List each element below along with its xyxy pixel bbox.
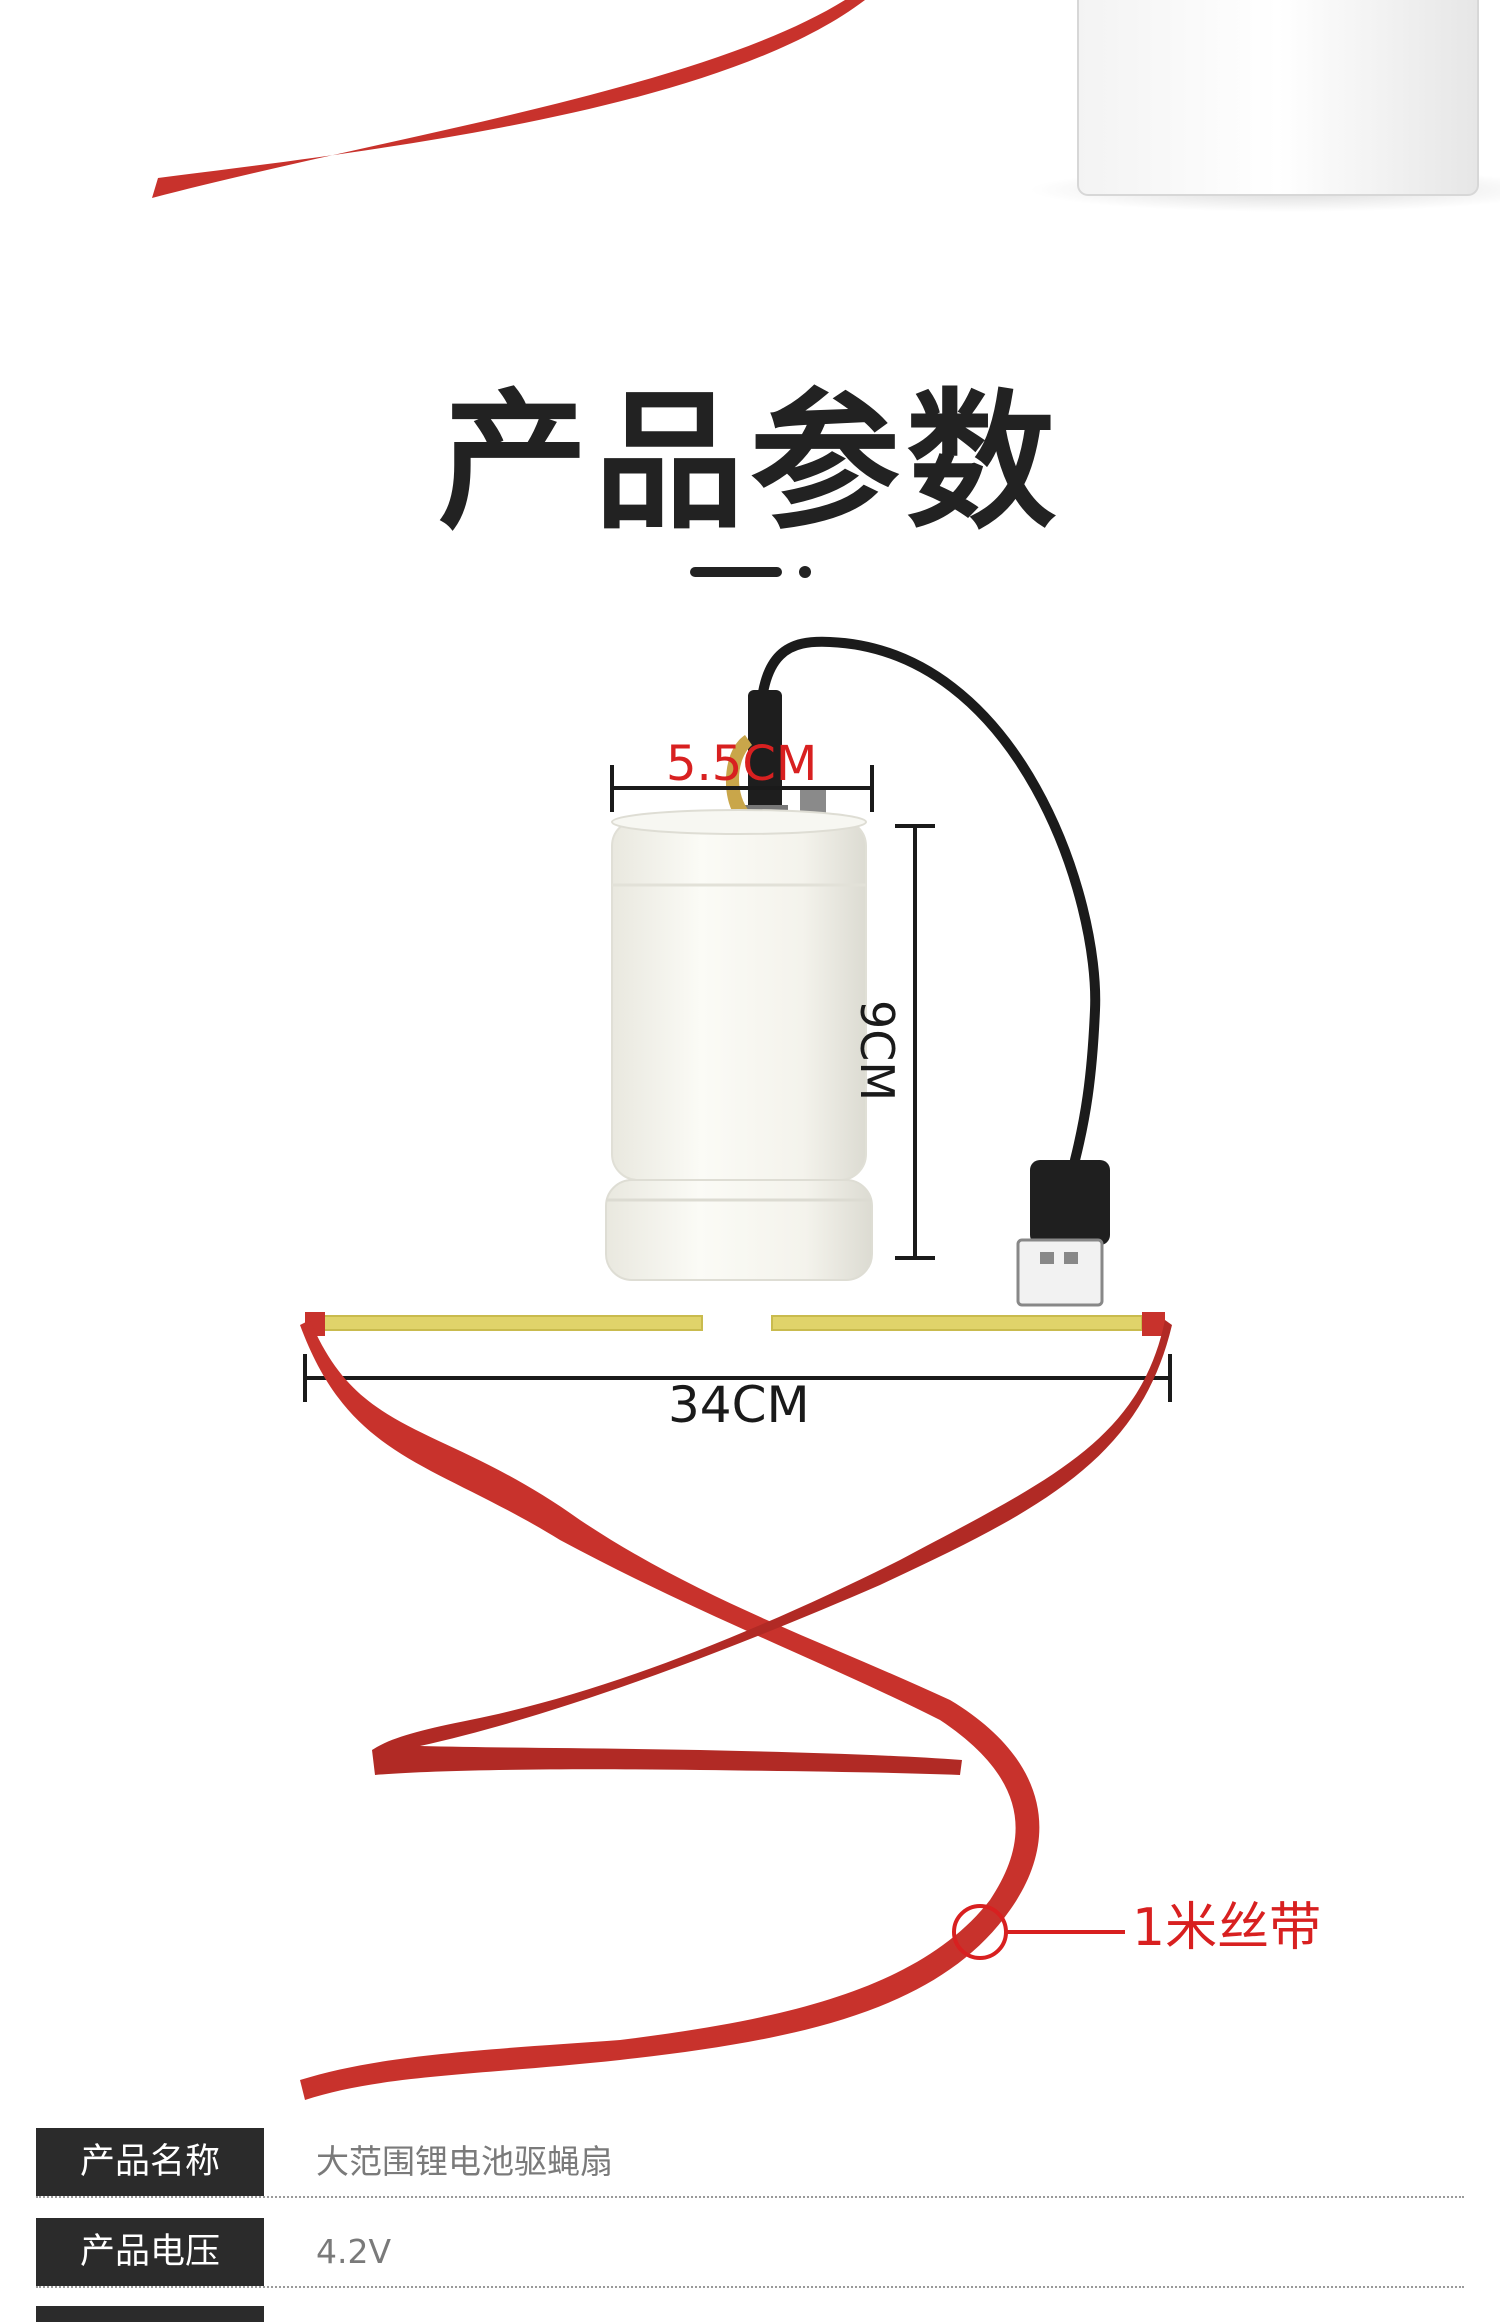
- spec-key: 产品电压: [36, 2218, 264, 2286]
- main-ribbon-a: [300, 1320, 1040, 2100]
- height-dimension-label: 9CM: [850, 1000, 904, 1102]
- spec-value: 大范围锂电池驱蝇扇: [316, 2142, 613, 2181]
- main-ribbon-b: [372, 1320, 1172, 1775]
- spec-value: 4.2V: [316, 2232, 392, 2271]
- spec-row-partial: [36, 2306, 264, 2322]
- usb-plug-metal: [1016, 1238, 1104, 1307]
- top-device-box: [1077, 0, 1479, 196]
- top-ribbon: [152, 0, 865, 198]
- spec-row: 产品电压 4.2V: [36, 2218, 1464, 2288]
- device-base: [605, 1179, 873, 1281]
- spec-key: 产品名称: [36, 2128, 264, 2196]
- device-body: [611, 819, 867, 1181]
- span-dimension-label: 34CM: [668, 1376, 810, 1434]
- usb-cable: [755, 636, 1101, 1165]
- right-rod: [771, 1315, 1143, 1331]
- left-rod: [321, 1315, 703, 1331]
- width-dimension-label: 5.5CM: [666, 736, 818, 792]
- spec-row: 产品名称 大范围锂电池驱蝇扇: [36, 2128, 1464, 2198]
- title-underline: [690, 567, 782, 577]
- ribbon-length-label: 1米丝带: [1132, 1898, 1322, 1958]
- spec-table: 产品名称 大范围锂电池驱蝇扇 产品电压 4.2V: [36, 2128, 1464, 2308]
- usb-plug-body: [1030, 1160, 1110, 1245]
- page-title: 产品参数: [437, 376, 1062, 550]
